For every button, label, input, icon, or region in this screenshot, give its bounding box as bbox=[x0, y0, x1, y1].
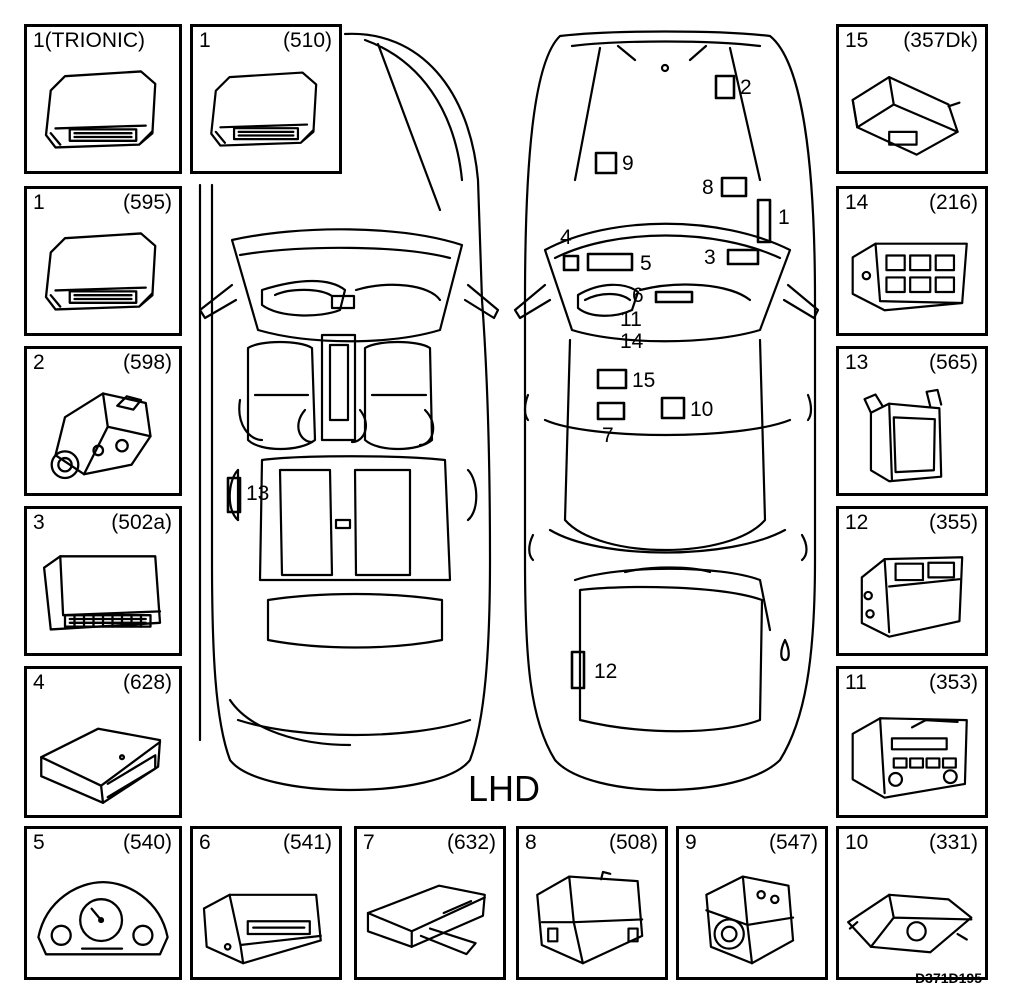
component-code: (216) bbox=[928, 191, 978, 214]
component-code: (540) bbox=[122, 831, 172, 854]
loc-9: 9 bbox=[622, 152, 634, 175]
component-code: (547) bbox=[768, 831, 818, 854]
cd-changer-icon bbox=[860, 556, 964, 638]
bracket-module-icon bbox=[366, 884, 486, 956]
component-number: 14 bbox=[845, 191, 869, 214]
ecu-module-icon bbox=[44, 232, 157, 311]
component-number: 9 bbox=[685, 831, 697, 854]
radio-unit-icon bbox=[851, 717, 968, 799]
component-number: 1 bbox=[199, 29, 211, 52]
component-panel-353: 11 (353) bbox=[836, 666, 988, 818]
component-panel-565: 13 (565) bbox=[836, 346, 988, 496]
ecu-module-icon bbox=[210, 71, 318, 147]
loc-4: 4 bbox=[560, 226, 572, 249]
loc-6: 6 bbox=[632, 284, 644, 307]
component-panel-541: 6 (541) bbox=[190, 826, 342, 980]
component-panel-595: 1 (595) bbox=[24, 186, 182, 336]
loc-14: 14 bbox=[620, 330, 644, 353]
component-panel-632: 7 (632) bbox=[354, 826, 506, 980]
component-panel-540: 5 (540) bbox=[24, 826, 182, 980]
loc-15: 15 bbox=[632, 369, 655, 392]
loc-3: 3 bbox=[704, 246, 716, 269]
component-number: 1 bbox=[33, 191, 45, 214]
component-panel-trionic: 1(TRIONIC) bbox=[24, 24, 182, 174]
component-code: (510) bbox=[282, 29, 332, 52]
control-box-icon bbox=[42, 555, 162, 631]
drawing-number: D371D195 bbox=[915, 970, 982, 986]
component-number: 6 bbox=[199, 831, 211, 854]
loc-5: 5 bbox=[640, 252, 652, 275]
loc-7: 7 bbox=[602, 424, 614, 447]
location-markers bbox=[226, 74, 772, 690]
component-panel-331: 10 (331) bbox=[836, 826, 988, 980]
component-number: 4 bbox=[33, 671, 45, 694]
component-number: 8 bbox=[525, 831, 537, 854]
component-panel-357dk: 15 (357Dk) bbox=[836, 24, 988, 174]
left-car-outline bbox=[198, 32, 500, 791]
component-number: 10 bbox=[845, 831, 869, 854]
component-code: (598) bbox=[122, 351, 172, 374]
component-panel-598: 2 (598) bbox=[24, 346, 182, 496]
injection-pump-icon bbox=[50, 392, 152, 480]
drive-side-label: LHD bbox=[468, 768, 541, 809]
loc-10: 10 bbox=[690, 398, 713, 421]
component-code: (357Dk) bbox=[903, 29, 978, 52]
component-number: 1(TRIONIC) bbox=[33, 29, 145, 52]
airbag-module-icon bbox=[847, 893, 973, 954]
component-number: 13 bbox=[845, 351, 869, 374]
loc-8: 8 bbox=[702, 176, 714, 199]
module-bracket-icon bbox=[863, 388, 943, 483]
component-code: (628) bbox=[122, 671, 172, 694]
loc-1: 1 bbox=[778, 206, 790, 229]
instrument-cluster-icon bbox=[37, 880, 169, 956]
component-number: 7 bbox=[363, 831, 375, 854]
component-panel-216: 14 (216) bbox=[836, 186, 988, 336]
control-module-icon bbox=[851, 76, 961, 156]
component-code: (595) bbox=[122, 191, 172, 214]
component-number: 12 bbox=[845, 511, 869, 534]
fuse-box-icon bbox=[536, 870, 644, 965]
component-code: (632) bbox=[446, 831, 496, 854]
climate-control-panel-icon bbox=[851, 242, 968, 312]
component-code: (565) bbox=[928, 351, 978, 374]
component-code: (541) bbox=[282, 831, 332, 854]
component-number: 15 bbox=[845, 29, 869, 52]
component-panel-547: 9 (547) bbox=[676, 826, 828, 980]
component-number: 11 bbox=[845, 671, 867, 694]
loc-11: 11 bbox=[620, 308, 642, 331]
loc-12: 12 bbox=[594, 660, 617, 683]
component-code: (508) bbox=[608, 831, 658, 854]
info-display-icon bbox=[202, 893, 322, 965]
component-number: 3 bbox=[33, 511, 45, 534]
component-code: (502a) bbox=[111, 511, 172, 534]
component-code: (355) bbox=[928, 511, 978, 534]
component-panel-508: 8 (508) bbox=[516, 826, 668, 980]
component-panel-355: 12 (355) bbox=[836, 506, 988, 656]
ecu-module-icon bbox=[44, 70, 157, 149]
component-panel-510: 1 (510) bbox=[190, 24, 342, 174]
location-labels: 1 2 3 4 5 6 7 8 9 10 11 12 13 14 15 bbox=[246, 76, 790, 683]
abs-unit-icon bbox=[705, 875, 795, 965]
right-car-outline bbox=[513, 30, 820, 791]
flat-module-icon bbox=[40, 727, 162, 804]
component-number: 5 bbox=[33, 831, 45, 854]
loc-13: 13 bbox=[246, 482, 269, 505]
component-panel-502a: 3 (502a) bbox=[24, 506, 182, 656]
component-panel-628: 4 (628) bbox=[24, 666, 182, 818]
component-code: (331) bbox=[928, 831, 978, 854]
component-code: (353) bbox=[928, 671, 978, 694]
component-number: 2 bbox=[33, 351, 45, 374]
loc-2: 2 bbox=[740, 76, 752, 99]
